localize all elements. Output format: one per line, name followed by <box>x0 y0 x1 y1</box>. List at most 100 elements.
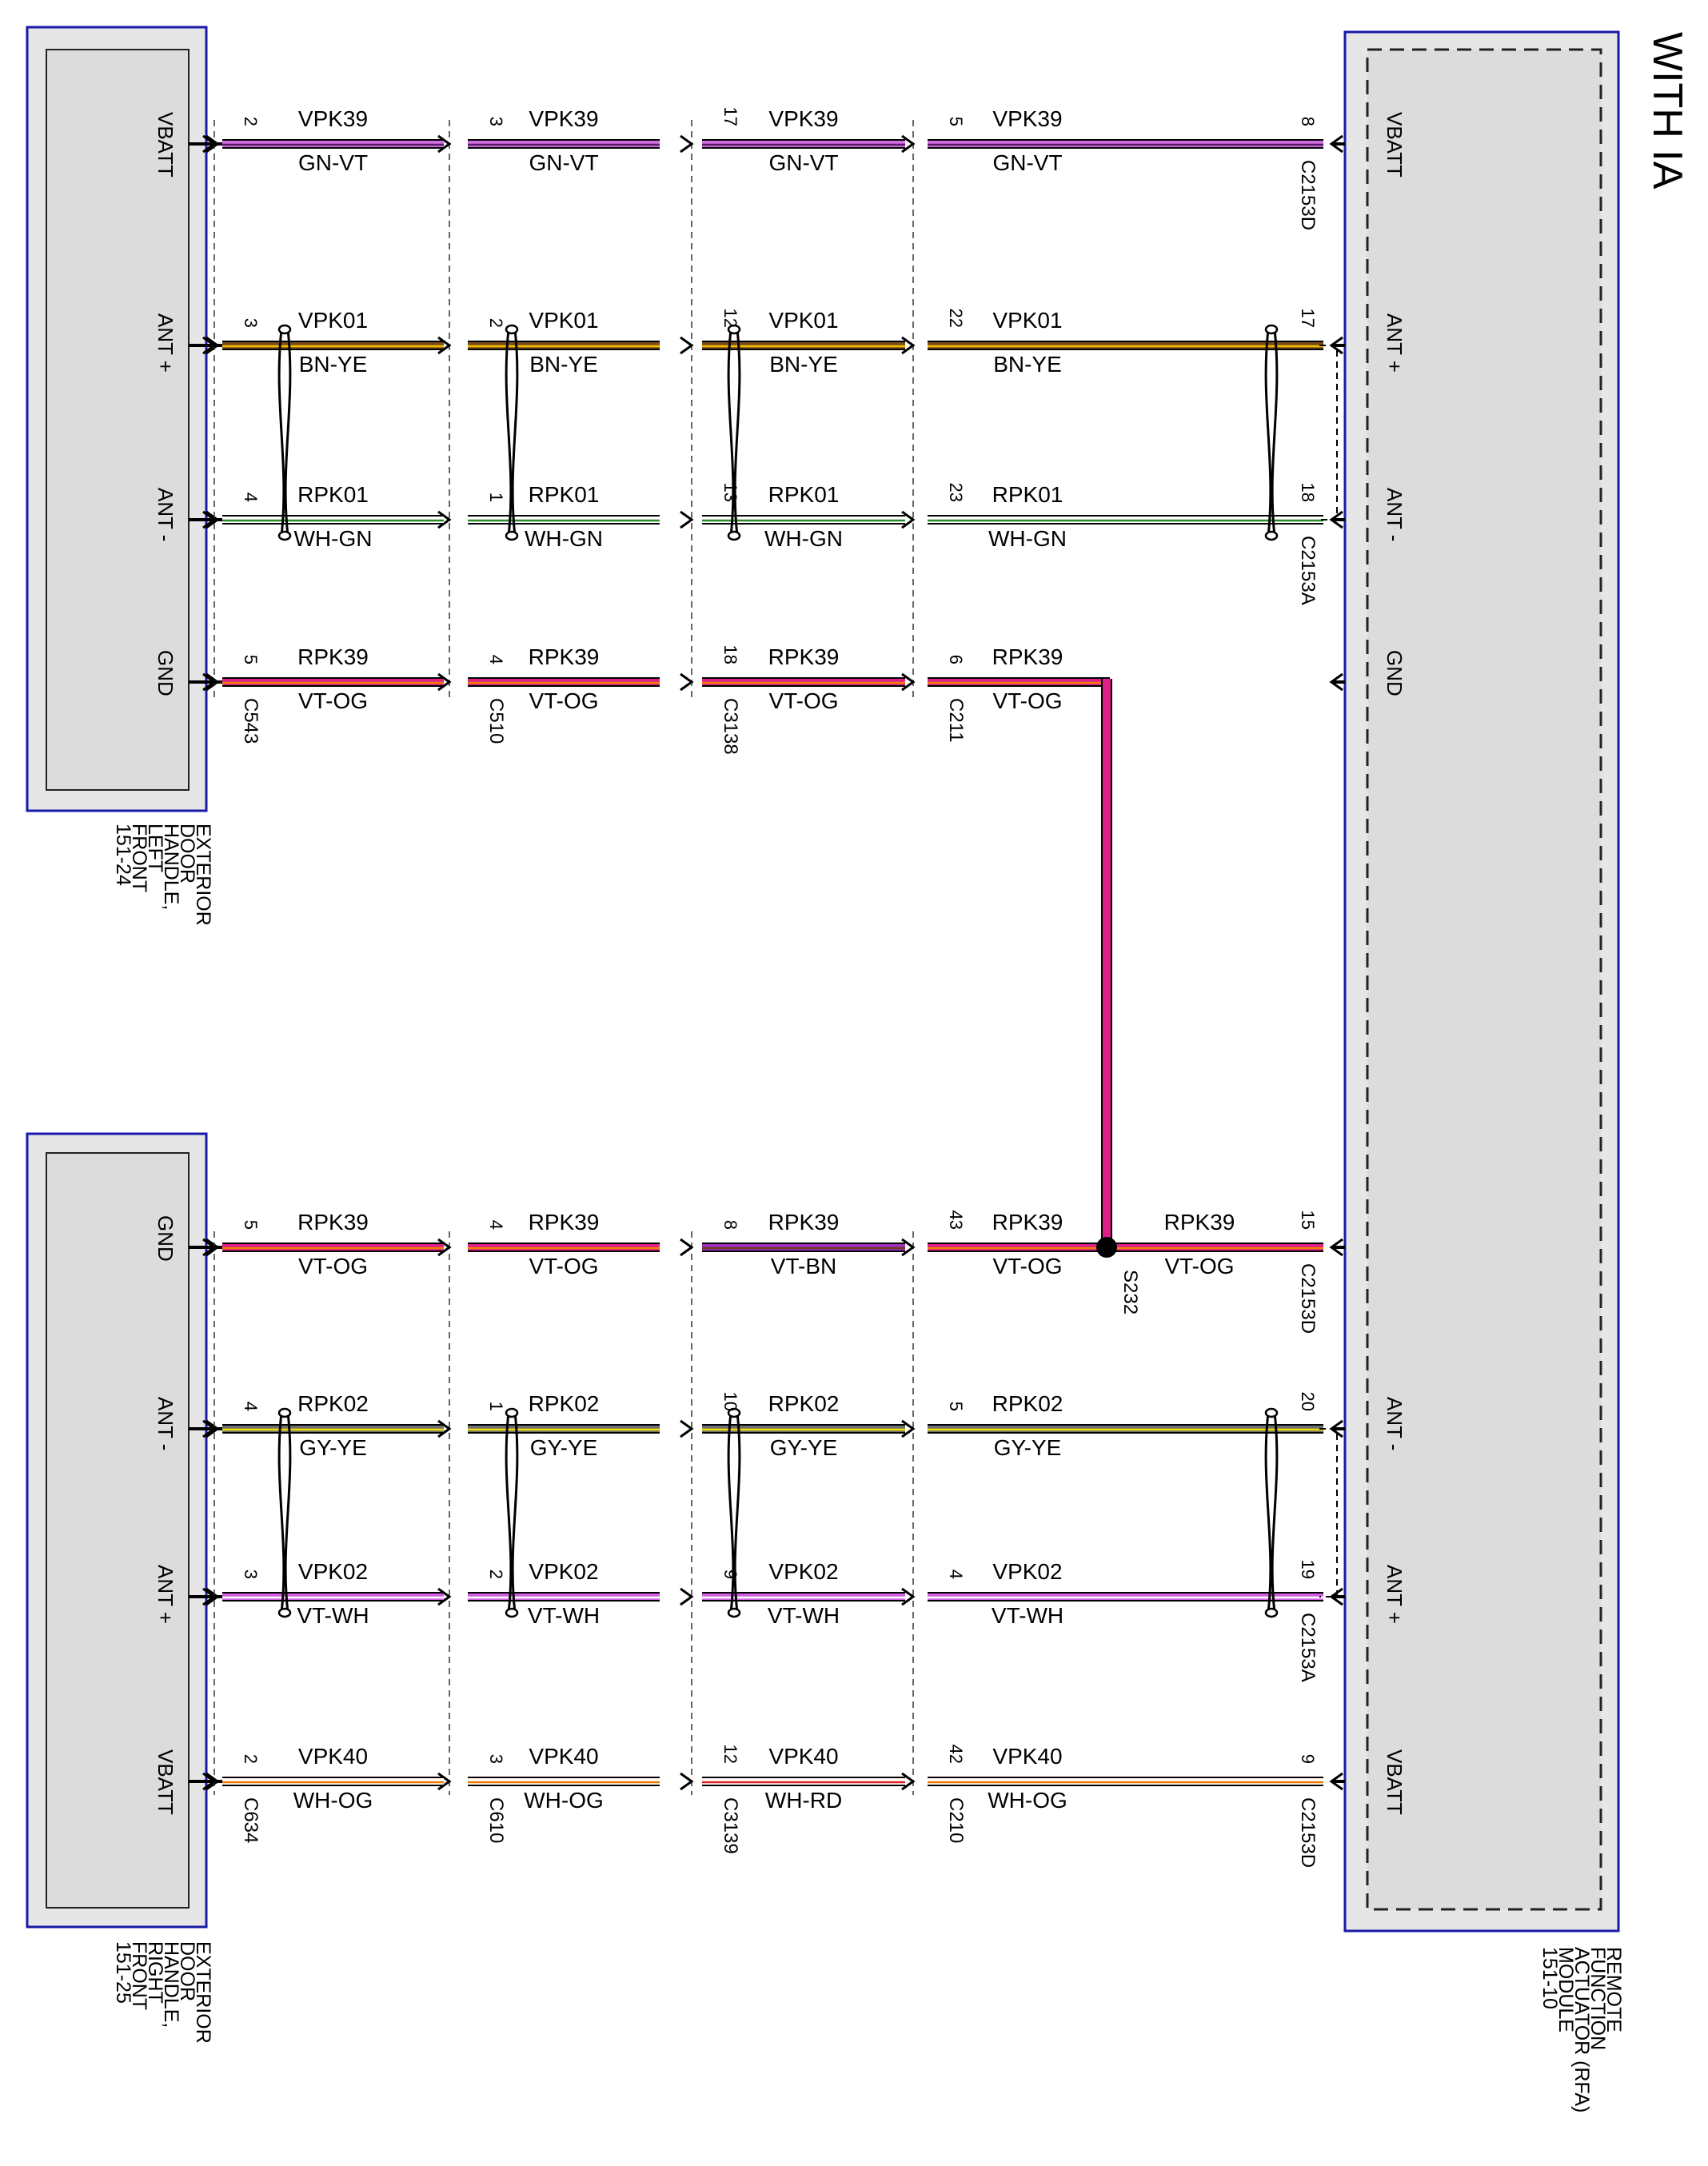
circuit-label: RPK39 <box>768 644 840 669</box>
circuit-label: VPK02 <box>529 1559 598 1584</box>
twist-line <box>727 329 735 537</box>
pin-number: 4 <box>486 655 506 664</box>
wire-color-label: VT-WH <box>992 1603 1064 1628</box>
twist-cap <box>727 324 741 335</box>
circuit-label: VPK02 <box>992 1559 1062 1584</box>
module-pin-arrow <box>206 1772 220 1791</box>
wire-color-label: WH-GN <box>525 526 603 551</box>
circuit-label: RPK39 <box>992 1210 1064 1235</box>
pin-number: 23 <box>946 483 966 502</box>
module-pin-arrow <box>206 1419 220 1438</box>
wire-color-label: GY-YE <box>530 1435 598 1460</box>
connector-pin-arrow <box>680 1419 694 1438</box>
twist-cap <box>1264 324 1279 335</box>
module-pin-label: GND <box>154 650 178 696</box>
rfa-pin-number: 8 <box>1298 117 1318 126</box>
wire-color-label: VT-OG <box>298 688 368 713</box>
module-name-line: HANDLE, <box>160 824 182 910</box>
rfa-connector-id: C2153D <box>1297 1263 1319 1334</box>
circuit-label: VPK40 <box>768 1744 838 1769</box>
module-pin-arrow <box>206 1587 220 1606</box>
wire-color-label: VT-WH <box>768 1603 840 1628</box>
pin-number: 22 <box>946 309 966 328</box>
rfa-pin-number: 15 <box>1298 1211 1318 1230</box>
pin-number: 8 <box>720 1220 740 1230</box>
twist-line <box>284 1412 292 1614</box>
wire-color-label: BN-YE <box>299 352 368 377</box>
wire-color-label: VT-OG <box>768 688 838 713</box>
connector-id: C543 <box>240 698 261 744</box>
wire-color-label: VT-OG <box>529 688 598 713</box>
connector-id: C3139 <box>720 1797 741 1854</box>
pin-number: 5 <box>946 117 966 126</box>
connector-pin-arrow <box>202 1772 217 1791</box>
connector-id: C510 <box>485 698 507 744</box>
circuit-label: RPK39 <box>1164 1210 1235 1235</box>
connector-pin-arrow <box>437 1772 452 1791</box>
rfa-pin-number: 19 <box>1298 1560 1318 1579</box>
twist-cap <box>505 1607 519 1618</box>
wire-color-label: BN-YE <box>993 352 1062 377</box>
twist-cap <box>1264 530 1279 541</box>
module-name-line: EXTERIOR <box>192 824 214 926</box>
pin-number: 42 <box>946 1745 966 1764</box>
pin-number: 3 <box>241 318 261 328</box>
wire-color-label: VT-WH <box>297 1603 369 1628</box>
pin-number: 4 <box>486 1220 506 1230</box>
module-pin-label: VBATT <box>1383 1749 1407 1815</box>
connector-pin-arrow <box>901 672 916 692</box>
module-pin-arrow <box>206 336 220 355</box>
connector-id: C3138 <box>720 698 741 755</box>
connector-pin-arrow <box>202 336 217 355</box>
connector-pin-arrow <box>901 134 916 154</box>
connector-pin-arrow <box>680 134 694 154</box>
module-pin-label: ANT + <box>1383 1565 1407 1624</box>
circuit-label: VPK01 <box>992 308 1062 333</box>
wire-color-label: WH-GN <box>294 526 373 551</box>
pin-number: 4 <box>241 493 261 502</box>
pin-number: 18 <box>720 645 740 664</box>
rfa-pin-number: 9 <box>1298 1754 1318 1764</box>
connector-pin-arrow <box>202 672 217 692</box>
twist-cap <box>727 1607 741 1618</box>
pin-number: 3 <box>486 117 506 126</box>
circuit-label: RPK39 <box>297 1210 369 1235</box>
wire-color-label: WH-GN <box>764 526 843 551</box>
module-pin-label: ANT + <box>1383 313 1407 373</box>
wire-color-label: VT-OG <box>298 1254 368 1278</box>
pin-number: 5 <box>946 1402 966 1411</box>
module-name-line: 151-25 <box>112 1941 134 2004</box>
module-name-line: RIGHT <box>144 1941 166 2004</box>
connector-id: C210 <box>945 1797 967 1843</box>
wire-color-label: VT-OG <box>992 688 1062 713</box>
splice-dot <box>1096 1237 1117 1258</box>
wire-color-label: VT-WH <box>528 1603 600 1628</box>
pin-number: 10 <box>720 1392 740 1411</box>
rfa-pin-number: 17 <box>1298 309 1318 328</box>
connector-pin-arrow <box>680 1238 694 1257</box>
wire-color-label: VT-OG <box>992 1254 1062 1278</box>
twist-line <box>1271 329 1279 537</box>
wire-color-label: GY-YE <box>994 1435 1062 1460</box>
pin-number: 5 <box>241 655 261 664</box>
twist-cap <box>505 324 519 335</box>
module-pin-label: ANT - <box>1383 488 1407 541</box>
connector-pin-arrow <box>680 510 694 529</box>
twist-line <box>733 1412 741 1614</box>
pin-number: 5 <box>241 1220 261 1230</box>
connector-pin-arrow <box>437 1238 452 1257</box>
splice-label: S232 <box>1119 1270 1141 1314</box>
circuit-label: RPK02 <box>768 1391 840 1416</box>
rfa-pin-number: 20 <box>1298 1392 1318 1411</box>
circuit-label: RPK01 <box>992 482 1064 507</box>
twist-cap <box>505 530 519 541</box>
circuit-label: RPK39 <box>768 1210 840 1235</box>
wire-color-label: BN-YE <box>529 352 598 377</box>
circuit-label: VPK01 <box>298 308 368 333</box>
wire-color-label: WH-OG <box>988 1788 1068 1813</box>
pin-number: 1 <box>486 493 506 502</box>
shield-bracket <box>1319 345 1338 521</box>
